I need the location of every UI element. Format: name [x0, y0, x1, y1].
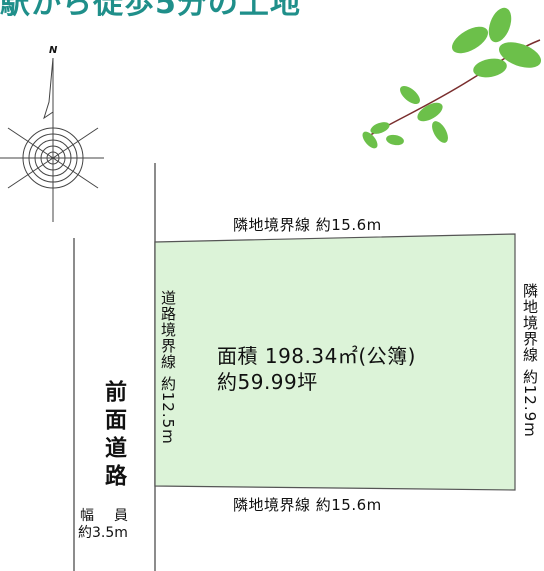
road-name: 前面道路 — [101, 380, 126, 492]
lot-area-text: 面積 198.34㎡(公簿) 約59.99坪 — [217, 343, 416, 395]
compass-icon — [0, 57, 104, 222]
leaf-branch-decoration — [362, 7, 542, 149]
road-width-value: 約3.5m — [78, 525, 128, 541]
road-width-label: 幅員 — [80, 508, 148, 524]
lot-area-sqm: 面積 198.34㎡(公簿) — [217, 344, 416, 368]
leaf-icon — [362, 7, 542, 149]
lot-shape — [154, 233, 516, 491]
top-boundary-label: 隣地境界線 約15.6m — [233, 216, 382, 234]
left-boundary-label: 道路境界線 約12.5m — [159, 290, 177, 445]
right-boundary-label: 隣地境界線 約12.9m — [521, 283, 539, 438]
bottom-boundary-label: 隣地境界線 約15.6m — [233, 496, 382, 514]
lot-area-tsubo: 約59.99坪 — [217, 370, 318, 394]
north-label: N — [49, 45, 58, 56]
